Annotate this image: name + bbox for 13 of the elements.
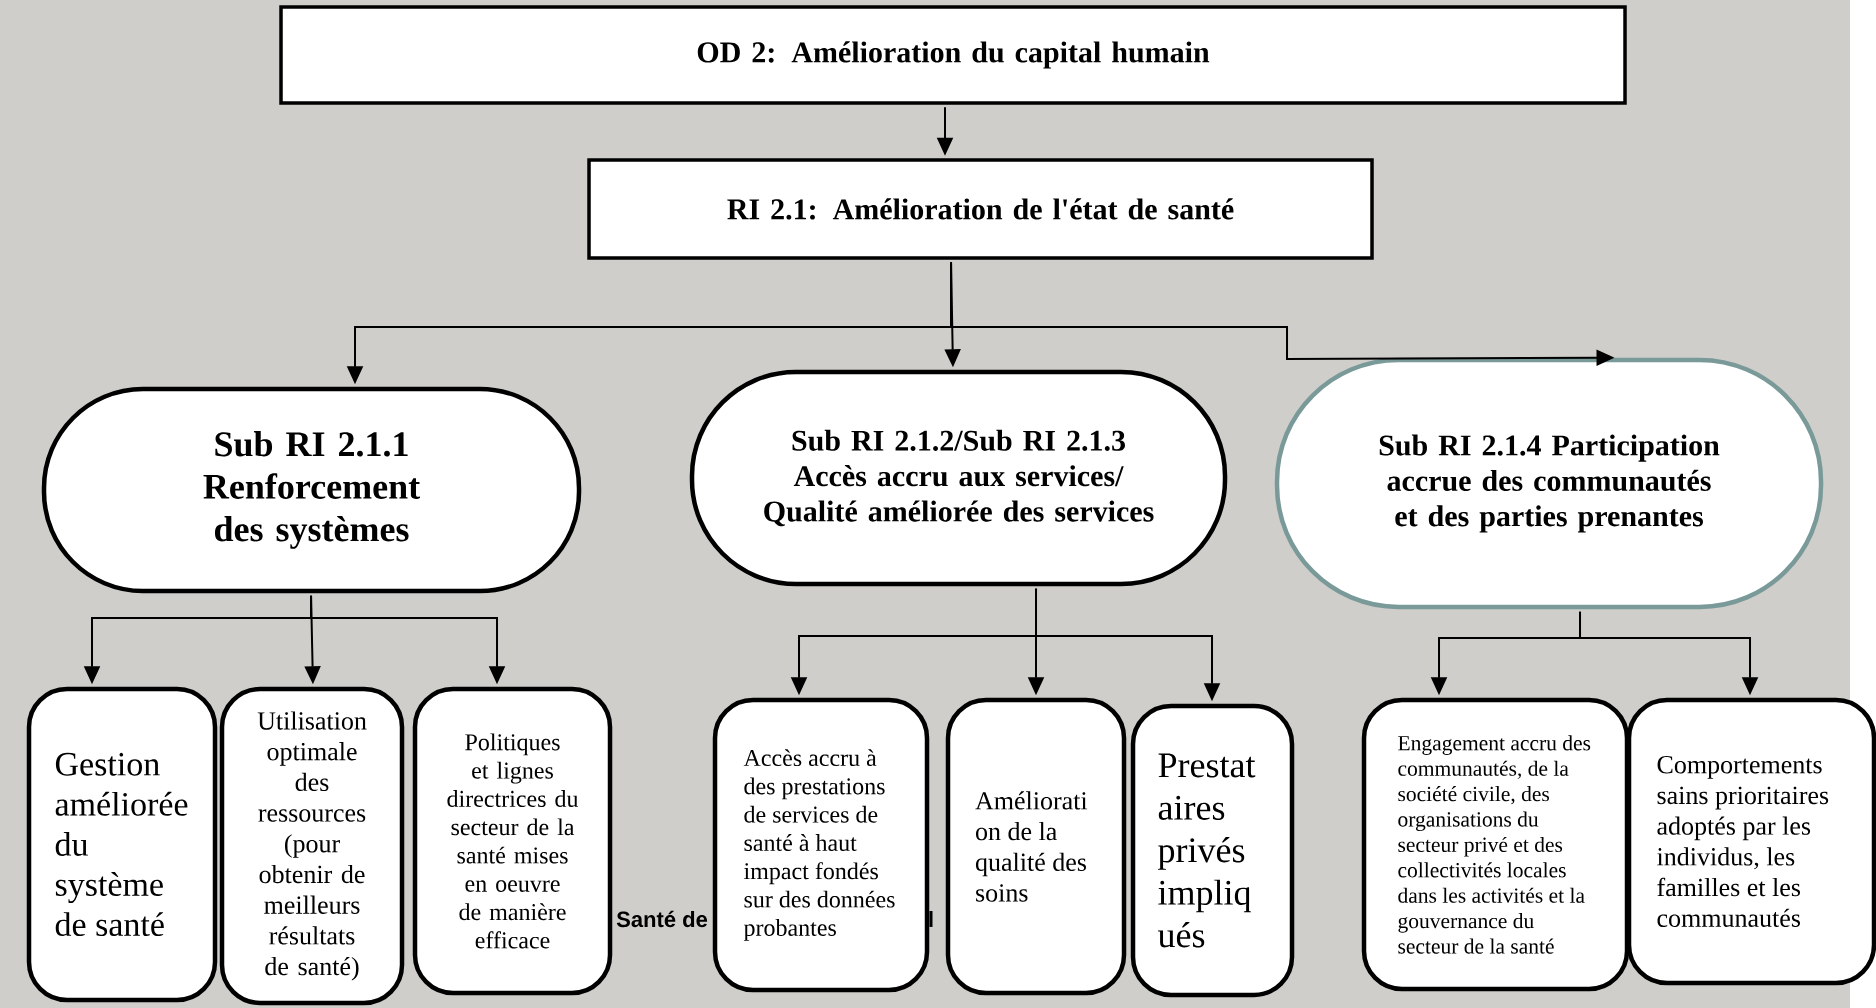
result-box: RI 2.1: Amélioration de l'état de santé	[587, 158, 1374, 260]
title-box: OD 2: Amélioration du capital humain	[279, 5, 1627, 105]
note-text: Santé de	[616, 910, 708, 928]
outcome-box: Utilisation optimale des ressources (pour obtenir de meilleurs résultats de santé)	[219, 686, 405, 1006]
outcome-box: Gestion améliorée du système de santé	[26, 686, 218, 1003]
outcome-box: Comportements sains prioritaires adoptés par les individus, les familles et les communautés	[1626, 697, 1876, 986]
sub-result-oval: Sub RI 2.1.4 Participation accrue des communautés et des parties prenantes	[1274, 357, 1824, 610]
outcome-box: Engagement accru des communautés, de la société civile, des organisations du secteur privé et des collectivités locales dans les activités et la gouvernance du secteur de la santé	[1361, 697, 1630, 992]
note-text: l	[929, 911, 933, 927]
outcome-box: Prestat aires privés impliq ués	[1130, 703, 1295, 998]
outcome-box: Politiques et lignes directrices du secteur de la santé mises en oeuvre de manière efficace	[412, 686, 613, 996]
outcome-box: Accès accru à des prestations de services de santé à haut impact fondés sur des données probantes	[712, 697, 930, 993]
outcome-box: Améliorati on de la qualité des soins	[945, 697, 1127, 996]
